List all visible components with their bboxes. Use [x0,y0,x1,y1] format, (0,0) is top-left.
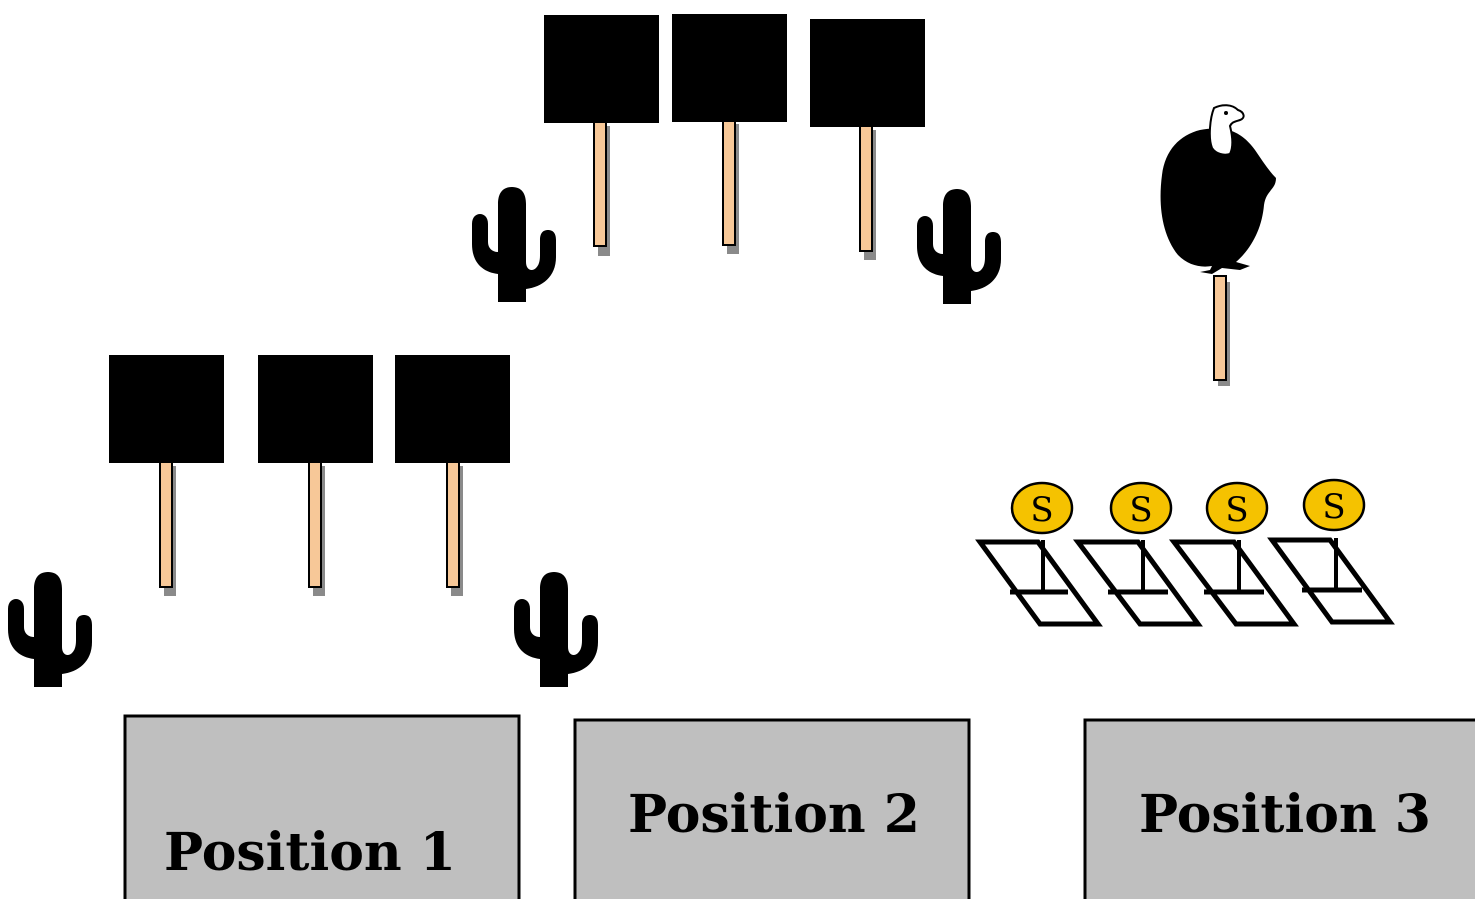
cactus-icon [472,187,556,302]
vulture-icon [1160,104,1276,386]
position-1-box: Position 1 [123,714,521,899]
sign-icon [810,19,925,260]
trap-icon [1267,537,1395,625]
coin-letter: S [1225,490,1248,530]
cactus-icon [514,572,598,687]
coin-icon: S [1205,481,1269,535]
sign-icon [672,14,787,254]
position-1-label: Position 1 [164,822,456,883]
position-3-box: Position 3 [1083,718,1475,899]
trap-icon [1072,539,1203,627]
sign-icon [395,355,510,596]
sign-icon [544,15,659,256]
coin-letter: S [1322,487,1345,527]
coin-letter: S [1129,490,1152,530]
coin-icon: S [1302,478,1366,532]
position-2-box: Position 2 [573,718,971,899]
cactus-icon [8,572,92,687]
sign-icon [258,355,373,596]
trap-icon [975,539,1103,627]
coin-icon: S [1109,481,1173,535]
trap-icon [1168,539,1299,627]
position-2-label: Position 2 [628,784,920,845]
coin-letter: S [1030,490,1053,530]
position-3-label: Position 3 [1139,784,1431,845]
cactus-icon [917,189,1001,304]
sign-icon [109,355,224,596]
coin-icon: S [1010,481,1074,535]
